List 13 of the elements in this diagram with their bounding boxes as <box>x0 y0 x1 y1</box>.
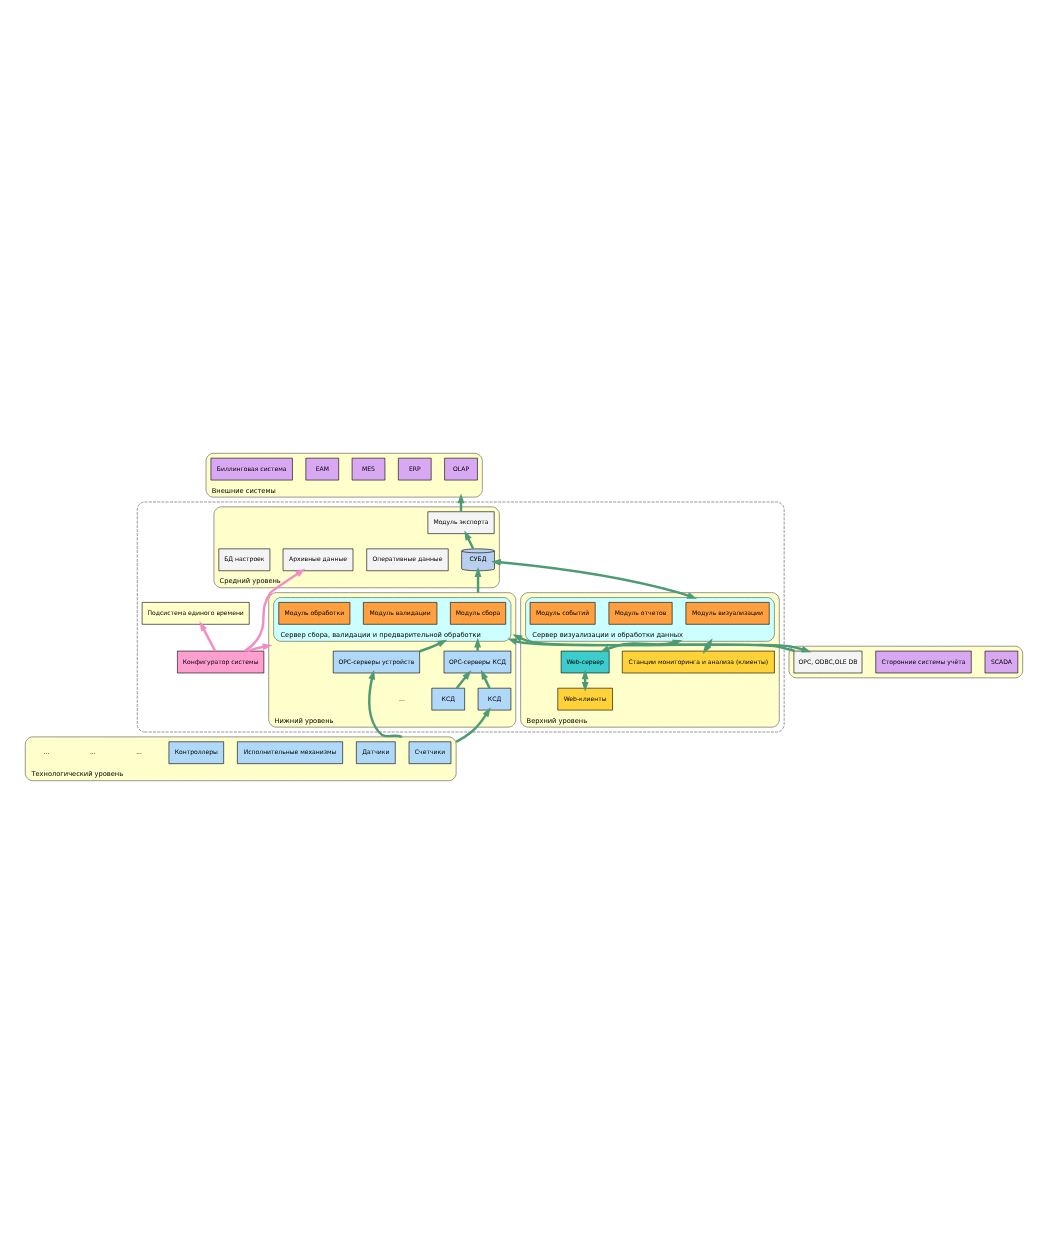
arrow <box>491 558 697 599</box>
arrow <box>246 643 273 653</box>
arrow <box>455 707 491 743</box>
arrow <box>599 639 683 653</box>
arrow <box>244 568 306 653</box>
arrow <box>480 669 491 689</box>
arrow <box>199 621 217 652</box>
arrow <box>507 638 796 653</box>
arrow <box>455 670 472 689</box>
arrow <box>368 669 403 739</box>
arrow <box>474 637 482 651</box>
arrow <box>512 634 812 653</box>
arrow <box>419 639 448 653</box>
